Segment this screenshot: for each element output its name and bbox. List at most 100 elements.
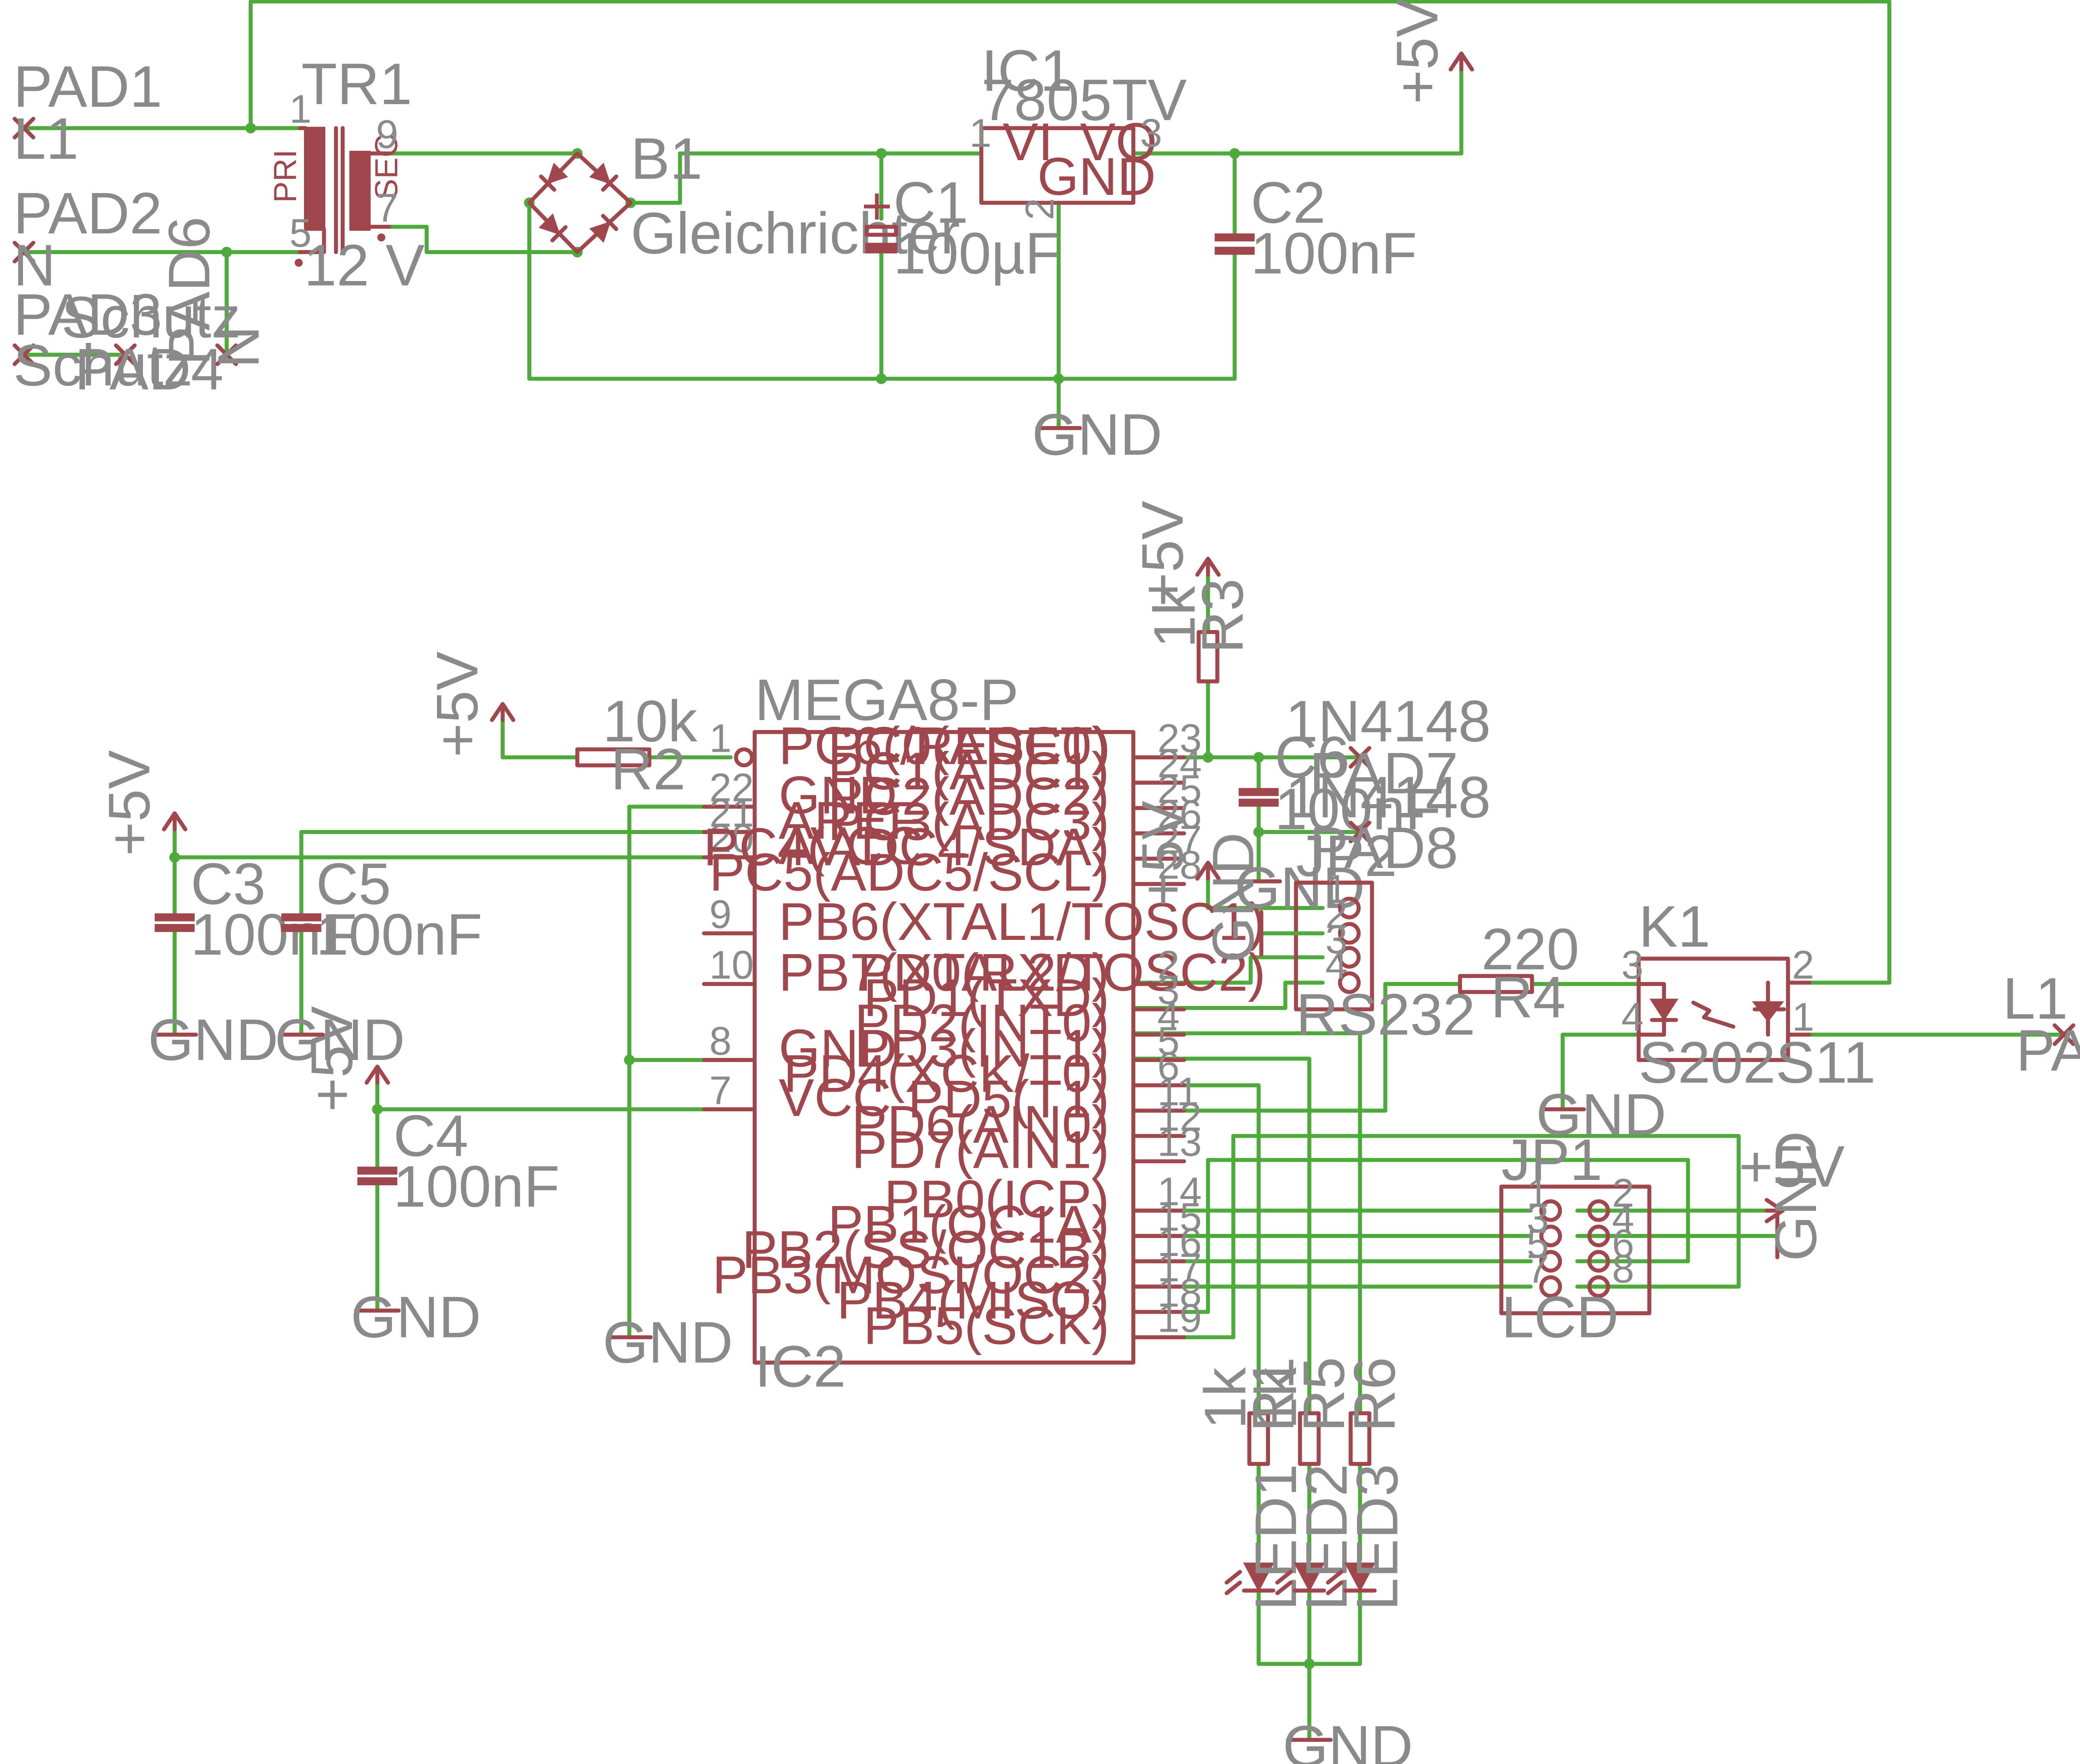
jp1-pin7: 7 <box>1527 1247 1549 1292</box>
mcu-wires <box>172 572 2066 1742</box>
gnd-label-mcu: GND <box>603 1310 733 1375</box>
ic2-pin-4-number: 4 <box>1158 993 1180 1038</box>
jp1-pin6: 6 <box>1612 1221 1634 1266</box>
connector-jp1: 1 3 5 7 2 4 6 8 JP1 LCD <box>1499 1127 1651 1350</box>
mcu-junctions <box>169 752 1315 1670</box>
ic2-pin-gnd-label: GND <box>779 1019 897 1078</box>
jp1-pin-socket <box>1539 1199 1562 1222</box>
ic2-pin-11-number: 11 <box>1158 1070 1199 1114</box>
led1-name: LED1 <box>1243 1464 1308 1611</box>
resistor-r5: 1k R5 <box>1243 1357 1357 1466</box>
pad3-net: Schutz <box>13 332 193 398</box>
pad3: PAD3 Schutz <box>13 282 193 398</box>
ic2-pin-9-number: 9 <box>709 892 731 937</box>
gnd-symbol-jp2: GND <box>1200 832 1325 963</box>
ic2-pin-pd5-t1-label: PD5(T1) <box>908 1070 1109 1129</box>
led1: LED1 <box>1224 1464 1308 1611</box>
jp1-pin-socket <box>1587 1199 1610 1222</box>
pad8-name: PAD8 <box>1309 815 1458 881</box>
jp1-pin5: 5 <box>1527 1221 1549 1266</box>
r3-name: R3 <box>1190 578 1255 653</box>
pad2-net: N <box>13 232 56 298</box>
tr1-pin1: 1 <box>289 87 312 132</box>
ic2-pin-3-number: 3 <box>1158 968 1180 1013</box>
gnd-symbol-mcu: GND <box>603 1310 733 1375</box>
ic2-pin-pc4-adc4-sda-label: PC4(ADC4/SDA) <box>703 818 1109 877</box>
tr1-pin7: 7 <box>376 186 398 230</box>
gnd-symbol-supply: GND <box>1032 402 1163 467</box>
ic2-pin-pb6-xtal1-tosc1-label: PB6(XTAL1/TOSC1) <box>779 892 1266 952</box>
resistor-r1: 1k R1 <box>1192 1357 1306 1466</box>
jp1-pin-socket <box>1539 1275 1562 1298</box>
relay-k1: 3 4 2 1 K1 S202S11 <box>1621 893 1876 1095</box>
ic2-pin-23-number: 23 <box>1158 716 1202 761</box>
connector-jp2: 1 2 3 4 JP2 RS232 <box>1294 823 1475 1047</box>
c1-name: C1 <box>893 170 968 235</box>
jp1-pin-socket <box>1539 1250 1562 1273</box>
resistor-r4: 220 R4 <box>1458 916 1579 1030</box>
ic2-value: MEGA8-P <box>755 667 1019 733</box>
r1-value: 1k <box>1192 1367 1258 1429</box>
ic2-pin-pc5-adc5-scl-label: PC5(ADC5/SCL) <box>709 843 1109 902</box>
resistor-r2: 10k R2 <box>575 688 698 802</box>
ic1-pin1: 1 <box>969 111 991 156</box>
ic1-pin3: 3 <box>1140 111 1162 156</box>
pad3-name: PAD3 <box>13 282 162 347</box>
ic2-pin-28-number: 28 <box>1158 843 1202 888</box>
ic1-value: 7805TV <box>981 67 1187 133</box>
jp1-pin4: 4 <box>1612 1196 1634 1241</box>
vcc-label-top: +5V <box>1384 0 1450 104</box>
pad7: 1N4148 PAD7 <box>1285 688 1491 806</box>
vcc-symbol-r3: +5V <box>1129 501 1221 607</box>
ic2-pin-pb7-xtal2-tosc2-label: PB7(XTAL2/TOSC2) <box>779 943 1266 1002</box>
pad1-name: PAD1 <box>13 54 162 119</box>
vcc-symbol-top: +5V <box>1384 0 1474 104</box>
ic2-pin-12-number: 12 <box>1158 1095 1202 1139</box>
ic2-pin-10-number: 10 <box>709 943 754 988</box>
gnd-label-leds: GND <box>1283 1713 1413 1764</box>
k1-pin3: 3 <box>1621 943 1643 988</box>
gnd-label-supply: GND <box>1032 402 1163 467</box>
ic2-pin-19-number: 19 <box>1158 1296 1202 1341</box>
led3: LED3 <box>1326 1464 1410 1611</box>
led2-name: LED2 <box>1293 1464 1359 1611</box>
r2-value: 10k <box>603 688 698 754</box>
ic2-pin-pb5-sck-label: PB5(SCK) <box>864 1296 1109 1356</box>
ic2-name: IC2 <box>755 1333 846 1399</box>
gnd-label-c4: GND <box>351 1284 481 1350</box>
ic2-pin-pd4-xck-t0-label: PD4(XCK/T0) <box>783 1044 1109 1104</box>
pad1: PAD1 L1 <box>13 54 162 171</box>
r4-name: R4 <box>1491 964 1566 1030</box>
ic2-pin-pd1-txd-label: PD1(TXD) <box>864 968 1109 1028</box>
k1-pin1: 1 <box>1792 995 1814 1039</box>
ic2-pin-21-number: 21 <box>709 791 754 835</box>
ic2-pin-5-number: 5 <box>1158 1019 1180 1063</box>
c3-value: 100nF <box>191 901 357 967</box>
c5-value: 100nF <box>316 901 483 967</box>
r5-name: R5 <box>1291 1357 1357 1432</box>
ic2-pin-pc0-adc0-label: PC0(ADC0) <box>828 716 1109 776</box>
gnd-label-jp2: GND <box>1200 832 1266 963</box>
k1-value: S202S11 <box>1639 1029 1876 1095</box>
gnd-label-c6: GND <box>1235 855 1365 921</box>
ic2-pin-aref-label: AREF <box>779 791 921 850</box>
led2: LED2 <box>1275 1464 1359 1611</box>
k1-pin4: 4 <box>1621 995 1643 1039</box>
transformer-tr1: TR1 12 V PRI SEC 1 5 9 7 <box>268 51 425 298</box>
ic2-pin-pb2-ss-oc1b-label: PB2(SS/OC1B) <box>742 1220 1109 1280</box>
r1-name: R1 <box>1240 1357 1306 1432</box>
ic2-pin-avcc-label: AVCC <box>779 816 923 876</box>
c5-name: C5 <box>316 851 391 916</box>
ic2-pin-18-number: 18 <box>1158 1271 1202 1315</box>
supply-wires <box>22 0 1891 985</box>
vcc-label-r3: +5V <box>1129 501 1195 607</box>
b1-value: Gleichrichter <box>631 200 960 266</box>
jp2-name: JP2 <box>1296 823 1397 888</box>
r3-value: 1k <box>1142 586 1207 648</box>
vcc-symbol-pc5: +5V <box>1129 801 1221 906</box>
ic2-pin-22-number: 22 <box>709 766 754 810</box>
jp1-pin1: 1 <box>1527 1171 1549 1215</box>
b1-name: B1 <box>631 126 703 191</box>
jp2-pin1: 1 <box>1325 867 1347 911</box>
ic2-pin-pd6-ain0-label: PD6(AIN0) <box>851 1095 1109 1154</box>
